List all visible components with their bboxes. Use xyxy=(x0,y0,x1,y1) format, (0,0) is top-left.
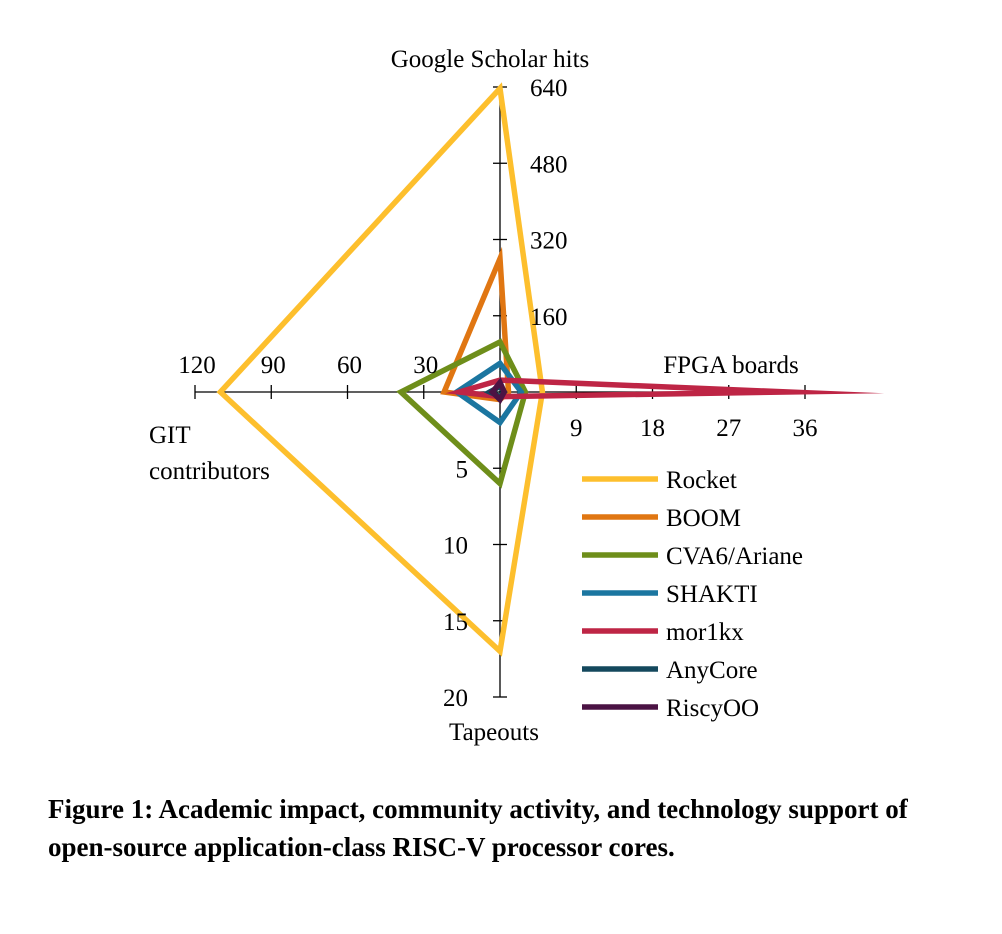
series-layer xyxy=(216,82,885,657)
axis-title-tapeouts: Tapeouts xyxy=(449,719,539,746)
tick-label-scholar-320: 320 xyxy=(530,228,568,255)
legend-item-anycore: AnyCore xyxy=(582,657,758,684)
tick-label-fpga-9: 9 xyxy=(570,415,583,442)
tick-label-git-60: 60 xyxy=(337,352,362,379)
legend-label-mor1kx: mor1kx xyxy=(666,619,744,646)
legend-item-boom: BOOM xyxy=(582,505,741,532)
tick-label-scholar-160: 160 xyxy=(530,304,568,331)
legend-item-rocket: Rocket xyxy=(582,467,737,494)
legend-item-cva6-ariane: CVA6/Ariane xyxy=(582,543,803,570)
axis-title-git-line-2: contributors xyxy=(149,458,270,485)
legend-item-shakti: SHAKTI xyxy=(582,581,758,608)
legend-item-riscyoo: RiscyOO xyxy=(582,695,759,722)
legend-label-anycore: AnyCore xyxy=(666,657,758,684)
legend-label-boom: BOOM xyxy=(666,505,741,532)
tick-label-tapeouts-20: 20 xyxy=(443,685,468,712)
tick-label-git-120: 120 xyxy=(178,352,216,379)
tick-label-git-90: 90 xyxy=(261,352,286,379)
tick-label-fpga-36: 36 xyxy=(793,415,818,442)
legend-label-shakti: SHAKTI xyxy=(666,581,758,608)
radar-chart: 160 320 480 640 9 18 27 36 5 10 15 20 30 60 90 120 Googl… xyxy=(149,46,885,746)
tick-label-tapeouts-10: 10 xyxy=(443,533,468,560)
legend-label-riscyoo: RiscyOO xyxy=(666,695,759,722)
figure-caption: Figure 1: Academic impact, community act… xyxy=(48,794,908,862)
tick-label-git-30: 30 xyxy=(413,352,438,379)
tick-label-fpga-27: 27 xyxy=(716,415,741,442)
series-cva6-ariane xyxy=(396,338,529,489)
legend-item-mor1kx: mor1kx xyxy=(582,619,744,646)
tick-label-tapeouts-5: 5 xyxy=(456,456,469,483)
tick-label-scholar-640: 640 xyxy=(530,75,568,102)
tick-label-fpga-18: 18 xyxy=(640,415,665,442)
axis-title-git-line-1: GIT xyxy=(149,422,191,449)
axis-title-fpga: FPGA boards xyxy=(663,352,798,379)
legend-label-cva6-ariane: CVA6/Ariane xyxy=(666,543,803,570)
axis-title-scholar: Google Scholar hits xyxy=(391,46,590,73)
tick-label-scholar-480: 480 xyxy=(530,151,568,178)
series-rocket xyxy=(216,82,546,657)
labels-layer: 160 320 480 640 9 18 27 36 5 10 15 20 30 60 90 120 Googl… xyxy=(149,46,818,746)
series-riscyoo xyxy=(488,377,508,405)
legend-label-rocket: Rocket xyxy=(666,467,737,494)
tick-label-tapeouts-15: 15 xyxy=(443,609,468,636)
